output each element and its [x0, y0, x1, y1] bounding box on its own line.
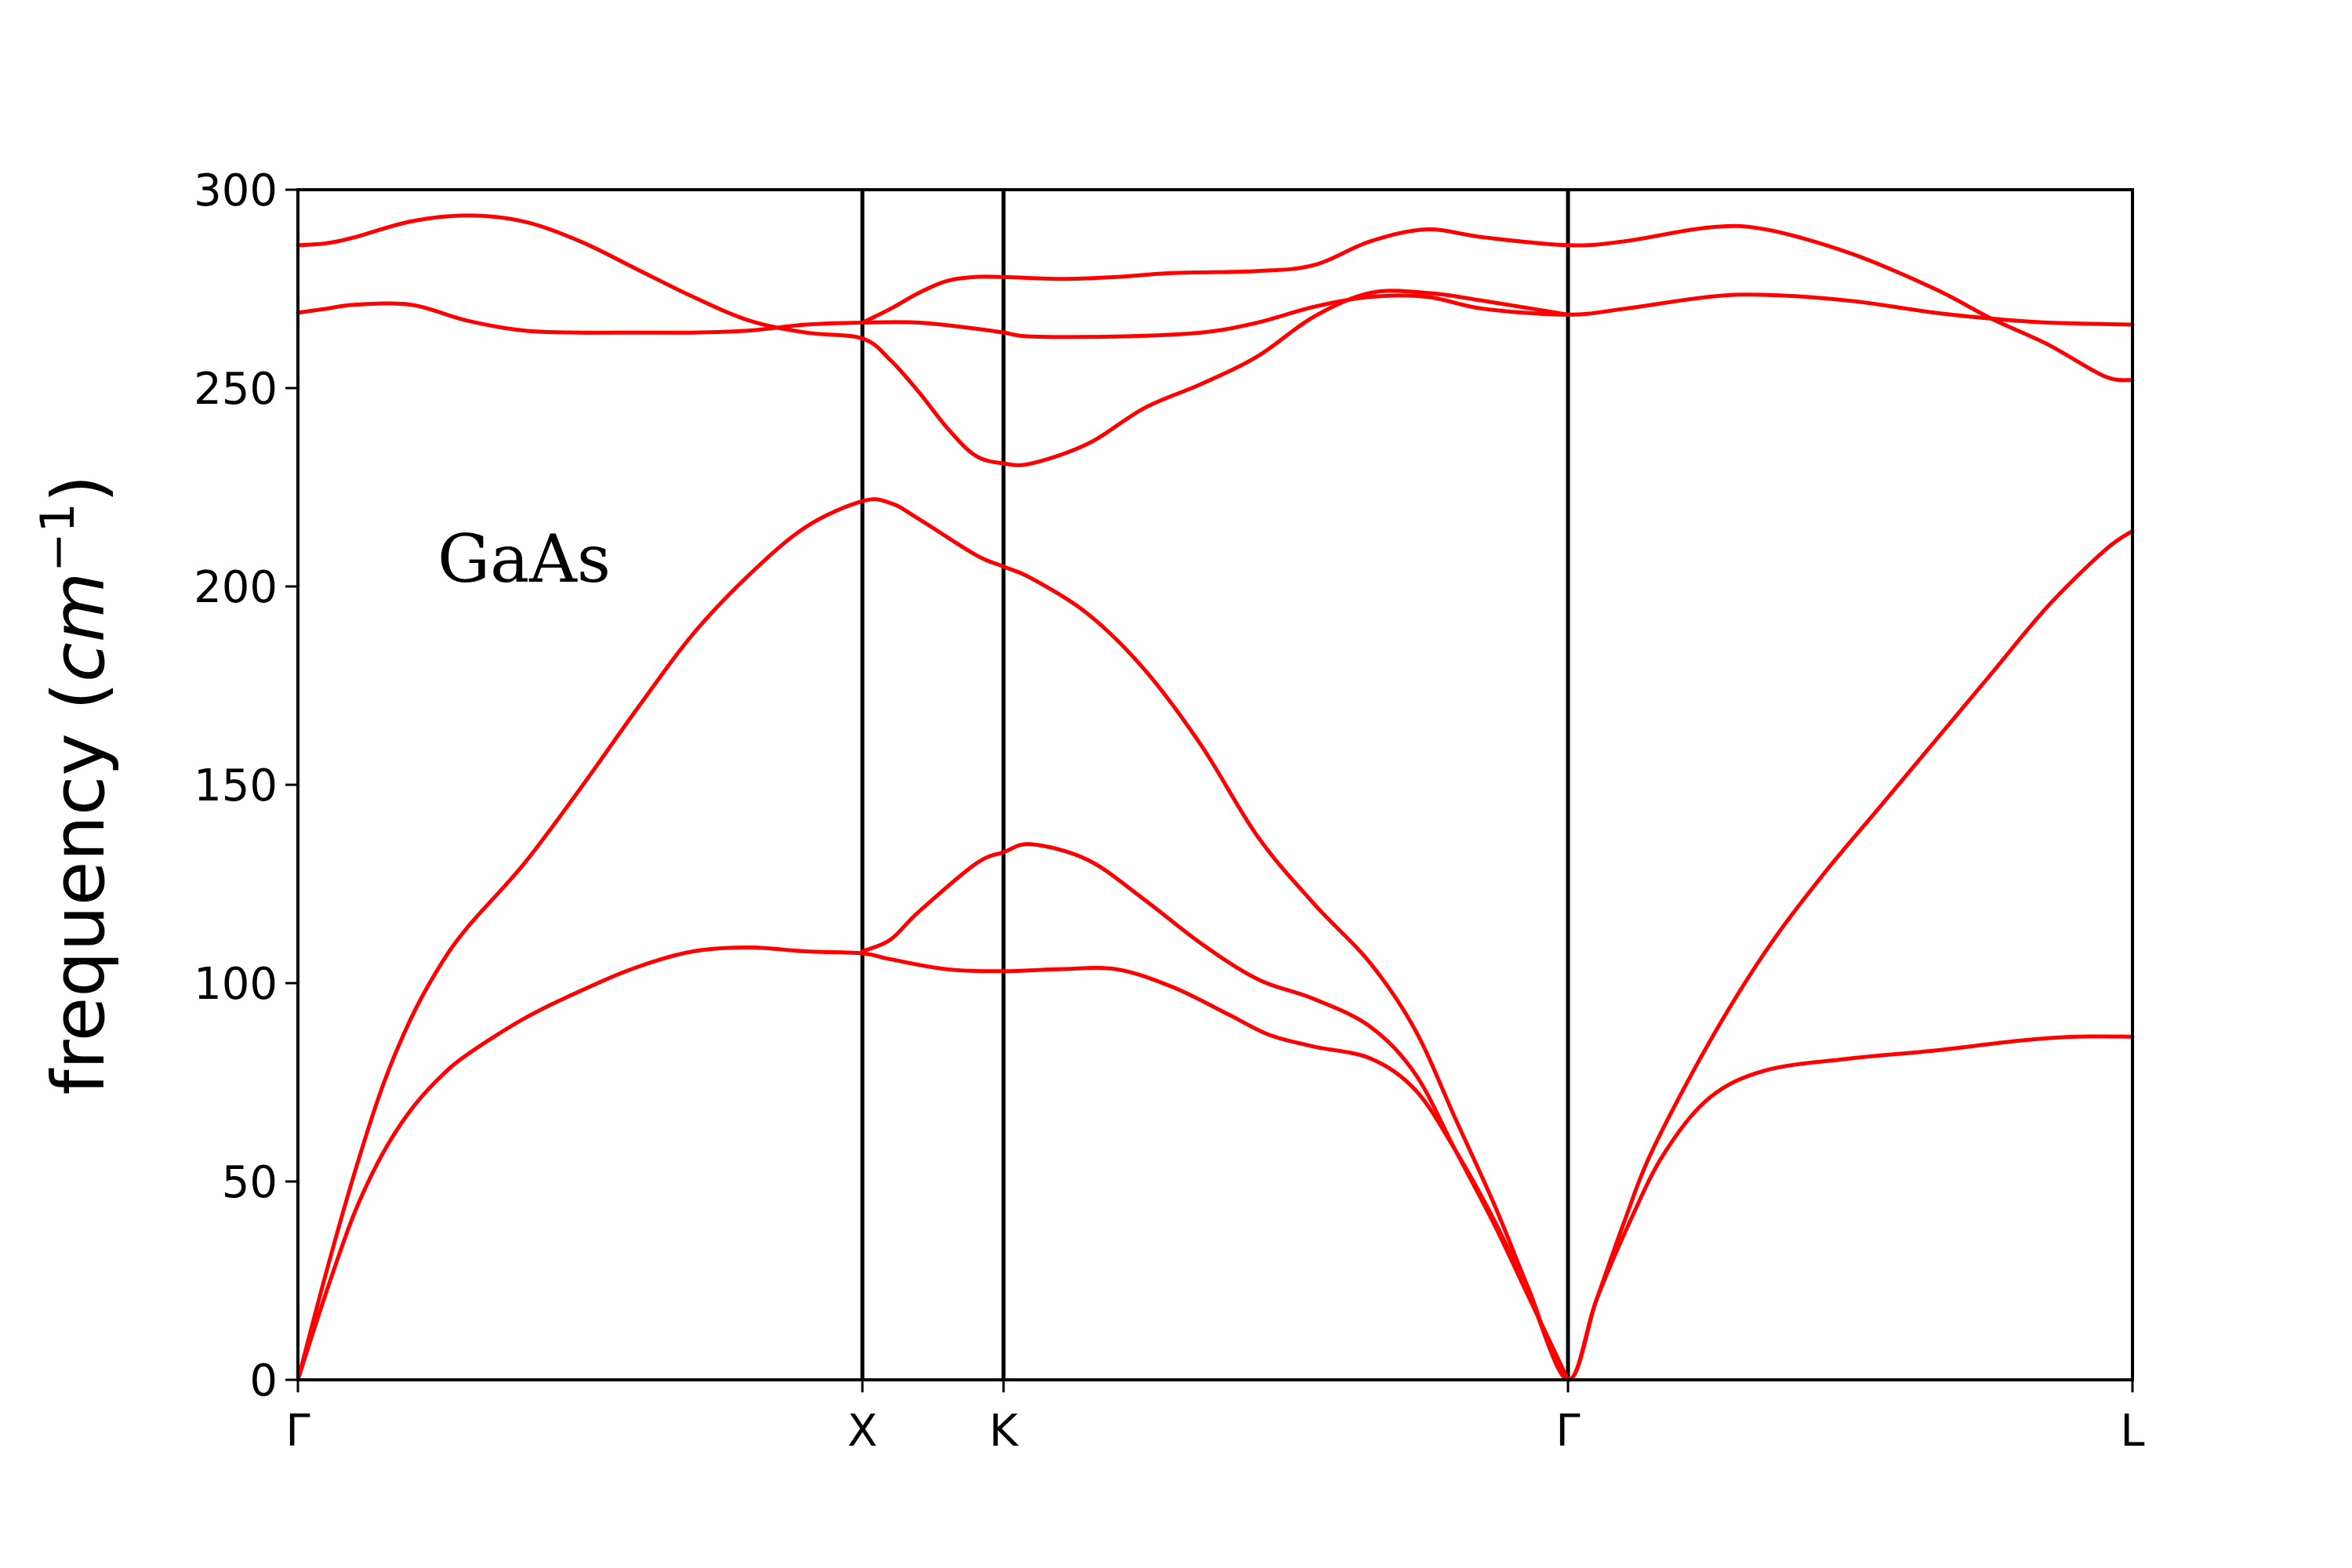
x-tick-label-0: Γ	[285, 1406, 310, 1457]
plot-area-frame	[296, 188, 2134, 1381]
band-curves	[296, 213, 2135, 1382]
x-tick-label-1: X	[848, 1406, 877, 1457]
y-axis-ticks: 0 50 100 150 200 250 300	[194, 165, 298, 1406]
y-tick-label-3: 150	[194, 760, 278, 811]
y-tick-label-1: 50	[222, 1157, 278, 1208]
y-axis-label-exponent: −1	[31, 503, 85, 572]
y-axis-label-unit: cm	[37, 572, 121, 682]
y-tick-label-5: 250	[194, 364, 278, 415]
band-line-3	[296, 292, 2135, 339]
y-axis-label-main: frequency (	[37, 682, 121, 1095]
symmetry-lines	[860, 190, 1570, 1380]
y-tick-label-0: 0	[249, 1356, 278, 1406]
material-annotation: GaAs	[437, 521, 611, 597]
y-tick-label-2: 100	[194, 959, 278, 1010]
band-line-5	[860, 223, 2135, 383]
band-line-2	[860, 842, 1570, 1382]
x-tick-label-3: Γ	[1555, 1406, 1580, 1457]
y-tick-label-6: 300	[194, 165, 278, 216]
x-tick-label-2: K	[989, 1406, 1019, 1457]
band-line-1	[296, 497, 2135, 1382]
y-axis-label: frequency (cm−1)	[31, 474, 121, 1094]
x-tick-label-4: L	[2120, 1406, 2144, 1457]
y-axis-label-close: )	[37, 474, 121, 503]
band-line-4	[296, 213, 1570, 467]
y-tick-label-4: 200	[194, 562, 278, 613]
band-line-0	[296, 946, 2135, 1382]
